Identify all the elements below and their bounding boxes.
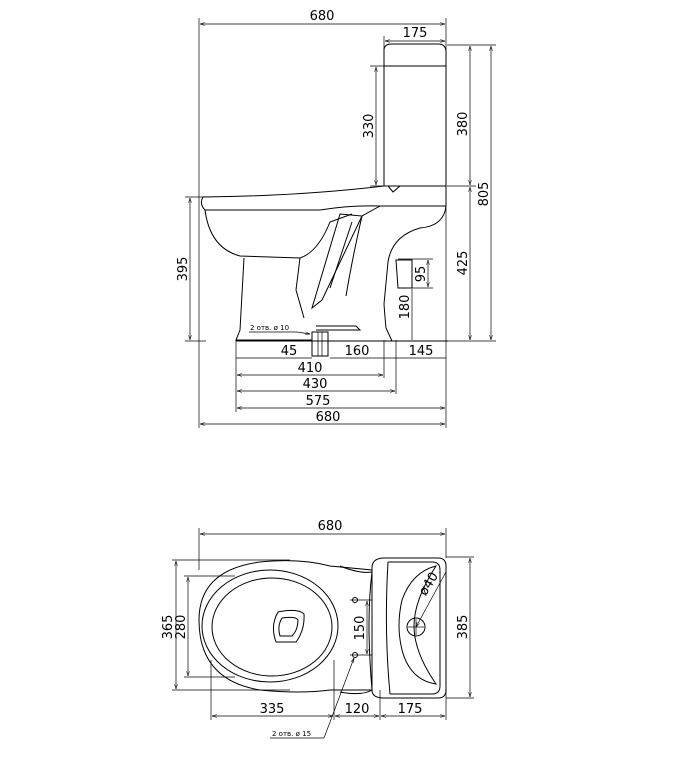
top-extension-lines (172, 528, 474, 720)
dim-side-45: 45 (281, 344, 298, 359)
side-dimension-lines (190, 24, 491, 424)
dim-side-330: 330 (362, 114, 377, 139)
dim-top-175: 175 (398, 702, 423, 717)
side-view: 2 отв. ø 10 680 175 330 380 805 395 425 … (176, 9, 496, 428)
side-holes-note: 2 отв. ø 10 (249, 324, 310, 334)
dim-side-430: 430 (303, 377, 328, 392)
flush-button (406, 617, 426, 637)
dim-side-395: 395 (176, 257, 191, 282)
dim-side-95: 95 (414, 266, 429, 283)
top-view: 2 отв. ø 15 680 365 280 150 385 ø40 335 … (161, 519, 474, 739)
top-dimension-lines (176, 534, 470, 716)
side-extension-lines (185, 18, 496, 428)
top-holes-label: 2 отв. ø 15 (272, 730, 311, 738)
dim-top-680: 680 (318, 519, 343, 534)
top-holes-note: 2 отв. ø 15 (270, 658, 355, 739)
dim-top-280: 280 (174, 615, 189, 640)
dim-side-380: 380 (456, 112, 471, 137)
toilet-side-outline (200, 43, 448, 357)
dim-side-680-top: 680 (310, 9, 335, 24)
dim-side-160: 160 (345, 344, 370, 359)
dim-side-180: 180 (398, 295, 413, 320)
side-dimension-labels: 680 175 330 380 805 395 425 95 180 45 16… (176, 9, 492, 425)
dim-side-425: 425 (456, 251, 471, 276)
toilet-top-outline (198, 557, 447, 699)
dim-top-385: 385 (456, 615, 471, 640)
side-holes-label: 2 отв. ø 10 (250, 324, 289, 332)
dim-top-150: 150 (353, 616, 368, 641)
dim-side-145: 145 (409, 344, 434, 359)
dim-side-805: 805 (477, 182, 492, 207)
mounting-hole-upper (352, 597, 358, 603)
dim-top-365: 365 (161, 615, 176, 640)
dim-side-410: 410 (298, 361, 323, 376)
top-dimension-labels: 680 365 280 150 385 ø40 335 120 175 (161, 519, 471, 717)
mounting-hole-lower (352, 652, 358, 658)
dim-side-tank-depth: 175 (403, 26, 428, 41)
dim-top-335: 335 (260, 702, 285, 717)
dim-side-575: 575 (306, 394, 331, 409)
dim-top-120: 120 (345, 702, 370, 717)
flush-crescent (398, 565, 438, 685)
dim-side-680-bottom: 680 (316, 410, 341, 425)
